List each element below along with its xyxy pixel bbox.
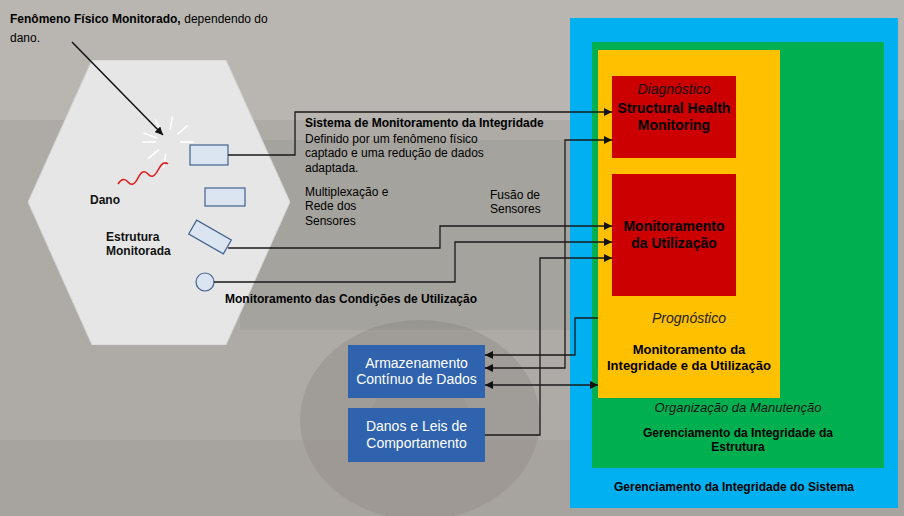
text-holder: Estrutura Monitorada [106, 230, 191, 259]
connector [228, 112, 612, 155]
connector [485, 140, 612, 368]
text-holder: Structural Health Monitoring [616, 100, 732, 134]
text-holder: Sistema de Monitoramento da Integridade [305, 116, 544, 130]
process-box: Monitoramento da Utilização [612, 174, 736, 296]
box-title: Armazenamento Contínuo de Dados [352, 355, 481, 389]
text-holder: Danos e Leis de Comportamento [352, 418, 481, 452]
box-subtitle: Diagnóstico [616, 81, 732, 98]
text-holder: Definido por um fenômeno físico captado … [305, 132, 510, 175]
leader-arrow [72, 42, 163, 135]
band-title: Monitoramento da Integridade e da Utiliz… [602, 342, 776, 373]
band-subtitle: Organização da Manutenção [598, 400, 878, 416]
text-holder: Monitoramento das Condições de Utilizaçã… [225, 292, 477, 306]
text-holder: Monitoramento da Utilização [616, 218, 732, 252]
connector [485, 318, 598, 355]
text-holder: Armazenamento Contínuo de Dados [352, 355, 481, 389]
annotation-title: Sistema de Monitoramento da Integridade [305, 116, 544, 130]
sensor-symbol [189, 220, 232, 254]
data-box: Danos e Leis de Comportamento [348, 408, 485, 462]
annotation-text: Fusão de Sensores [490, 188, 558, 217]
band-title: Gerenciamento da Integridade da Estrutur… [628, 426, 848, 455]
process-box: DiagnósticoStructural Health Monitoring [612, 76, 736, 158]
box-title: Monitoramento da Utilização [616, 218, 732, 252]
system-band: Gerenciamento da Integridade do Sistema O… [570, 18, 898, 508]
text-holder: Multiplexação e Rede dos Sensores [305, 185, 397, 228]
emission-ray [177, 125, 188, 134]
emission-ray [144, 133, 157, 138]
callout-holder: Fenômeno Físico Monitorado,dependendo do… [10, 8, 300, 46]
emission-ray [180, 141, 194, 143]
text-holder: Gerenciamento da Integridade da Estrutur… [628, 426, 848, 455]
text-holder: Organização da Manutenção [598, 400, 878, 416]
hexagon-shape [28, 60, 290, 345]
sensor-symbol [190, 145, 228, 165]
structure-label: Estrutura Monitorada [106, 230, 191, 259]
text-holder: Monitoramento da Integridade e da Utiliz… [602, 342, 776, 373]
text-holder: Dano [90, 193, 150, 207]
emission-ray [170, 116, 172, 130]
box-title: Danos e Leis de Comportamento [352, 418, 481, 452]
text-holder: Prognóstico [602, 310, 776, 327]
text-holder: Diagnóstico [616, 81, 732, 98]
data-box: Armazenamento Contínuo de Dados [348, 345, 485, 398]
annotation-text: Definido por um fenômeno físico captado … [305, 132, 510, 175]
text-holder: Gerenciamento da Integridade do Sistema [578, 480, 890, 494]
structure-band: Organização da ManutençãoGerenciamento d… [592, 42, 884, 468]
emission-ray [148, 150, 159, 159]
connector [485, 384, 598, 385]
band-subtitle: Prognóstico [602, 310, 776, 327]
connector [228, 226, 612, 248]
box-title: Structural Health Monitoring [616, 100, 732, 134]
connector [214, 242, 612, 282]
emission-ray [142, 141, 156, 143]
crack-symbol [118, 163, 168, 184]
emission-ray [163, 154, 165, 168]
prognosis-band: PrognósticoMonitoramento da Integridade … [598, 50, 780, 398]
connector [485, 258, 612, 435]
band-title: Gerenciamento da Integridade do Sistema [578, 480, 890, 494]
sensor-symbol [196, 273, 214, 291]
annotation-text: Multiplexação e Rede dos Sensores [305, 185, 397, 228]
sensor-symbol [205, 188, 245, 206]
annotation-title: Monitoramento das Condições de Utilizaçã… [225, 292, 477, 306]
text-holder: Fusão de Sensores [490, 188, 558, 217]
damage-label: Dano [90, 193, 150, 207]
callout-title: Fenômeno Físico Monitorado, [10, 12, 181, 26]
